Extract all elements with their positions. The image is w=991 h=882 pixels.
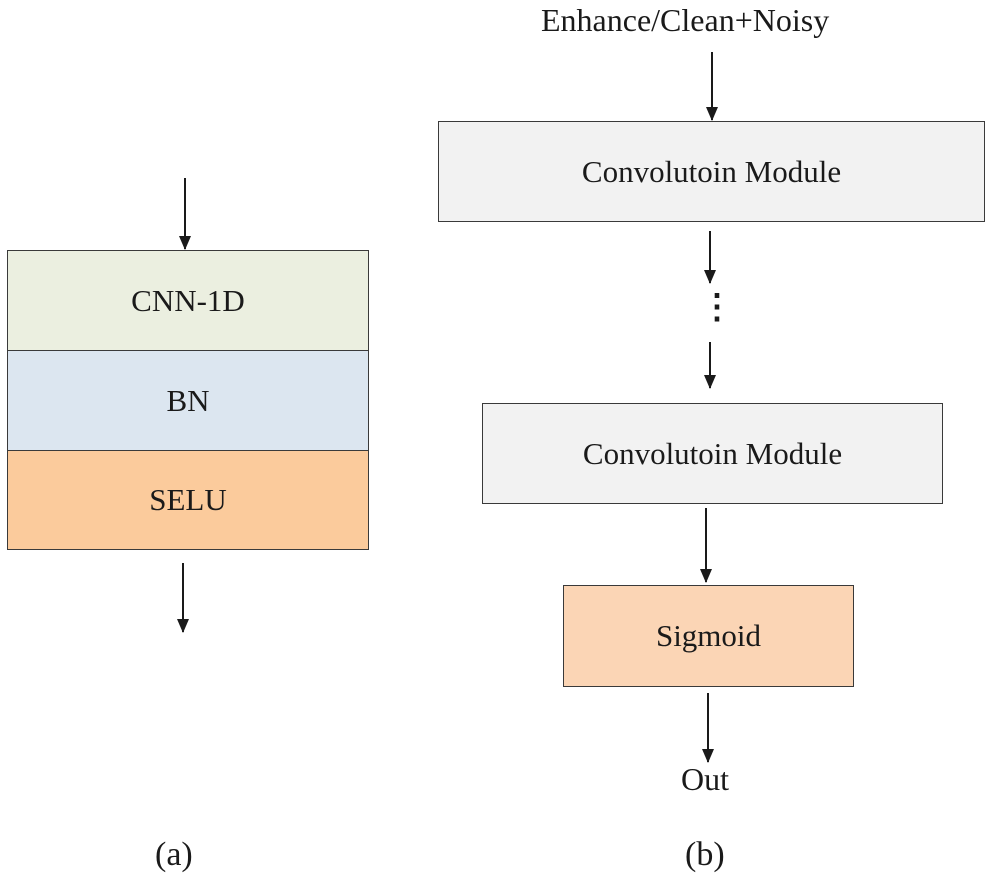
convolution-module-bottom: Convolutoin Module	[482, 403, 943, 504]
layer-bn-label: BN	[166, 382, 210, 418]
ellipsis-dots: ⋮	[700, 289, 734, 326]
caption-a: (a)	[155, 836, 193, 873]
layer-cnn-1d: CNN-1D	[7, 250, 369, 351]
convolution-module-top-label: Convolutoin Module	[581, 153, 842, 189]
convolution-module-top: Convolutoin Module	[438, 121, 985, 222]
arrowhead-a-in	[179, 236, 191, 250]
arrowhead-b-sigmoid-out	[702, 749, 714, 763]
arrowhead-b-input	[706, 107, 718, 121]
sigmoid-block: Sigmoid	[563, 585, 854, 687]
layer-cnn-1d-label: CNN-1D	[131, 282, 245, 318]
input-label: Enhance/Clean+Noisy	[541, 2, 830, 38]
arrowhead-b-module2-out	[700, 569, 712, 583]
layer-bn: BN	[7, 350, 369, 451]
sigmoid-label: Sigmoid	[655, 618, 762, 653]
convolution-module-bottom-label: Convolutoin Module	[582, 435, 843, 471]
arrowhead-b-module2-in	[704, 375, 716, 389]
layer-selu: SELU	[7, 450, 369, 550]
layer-selu-label: SELU	[149, 482, 227, 517]
output-label: Out	[681, 761, 729, 797]
caption-b: (b)	[685, 836, 725, 873]
arrowhead-b-module1-out	[704, 270, 716, 284]
arrowhead-a-out	[177, 619, 189, 633]
